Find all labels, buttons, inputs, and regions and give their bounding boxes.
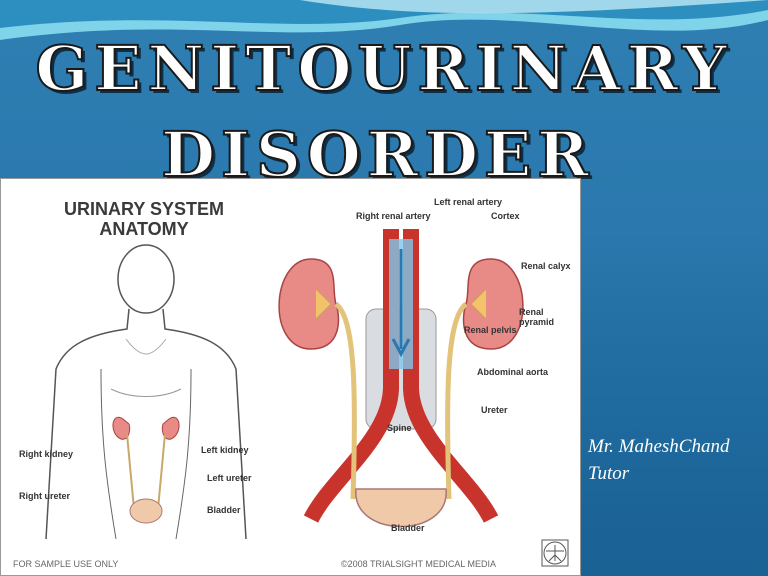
label-right-renal-artery: Right renal artery [356, 211, 431, 221]
label-ureter: Ureter [481, 405, 508, 415]
label-renal-pelvis: Renal pelvis [464, 325, 517, 335]
urinary-anatomy-figure: URINARY SYSTEM ANATOMY Right kidney Left… [0, 178, 581, 576]
label-bladder-small: Bladder [207, 505, 241, 515]
figure-footer-right: ©2008 TRIALSIGHT MEDICAL MEDIA [341, 559, 497, 569]
label-left-kidney: Left kidney [201, 445, 249, 455]
label-left-ureter: Left ureter [207, 473, 252, 483]
author-name: Mr. MaheshChand [588, 436, 730, 457]
kidney-aorta-illustration [278, 229, 524, 528]
label-abdominal-aorta: Abdominal aorta [477, 367, 549, 377]
author-role: Tutor [588, 463, 630, 484]
label-bladder-large: Bladder [391, 523, 425, 533]
label-renal-calyx: Renal calyx [521, 261, 571, 271]
figure-footer-left: FOR SAMPLE USE ONLY [13, 559, 119, 569]
label-cortex: Cortex [491, 211, 520, 221]
label-left-renal-artery: Left renal artery [434, 197, 503, 207]
label-right-ureter: Right ureter [19, 491, 71, 501]
vitruvian-logo-icon [541, 539, 569, 567]
label-spine: Spine [387, 423, 412, 433]
slide-title-line1: GENITOURINARY [34, 31, 733, 106]
figure-title: URINARY SYSTEM ANATOMY [63, 199, 225, 239]
body-outline-illustration [45, 244, 247, 539]
author-block: Mr. MaheshChand Tutor [588, 433, 729, 487]
label-renal-pyramid: Renal pyramid [519, 307, 555, 327]
wave-decoration [0, 0, 768, 40]
label-right-kidney: Right kidney [19, 449, 74, 459]
